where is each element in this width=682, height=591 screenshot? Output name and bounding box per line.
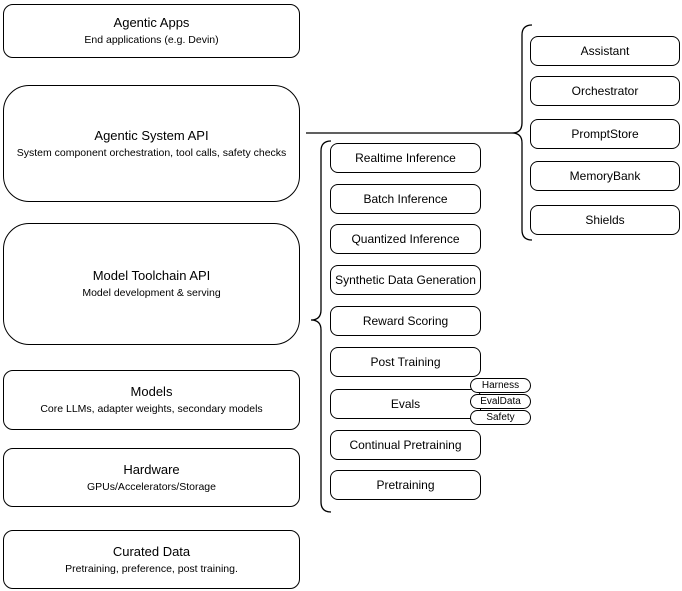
box-promptstore: PromptStore xyxy=(530,119,680,149)
agentic-apps-title: Agentic Apps xyxy=(113,15,190,30)
hardware-subtitle: GPUs/Accelerators/Storage xyxy=(87,480,216,493)
agentic-system-api-subtitle: System component orchestration, tool cal… xyxy=(16,146,287,159)
curated-data-subtitle: Pretraining, preference, post training. xyxy=(65,562,238,575)
models-subtitle: Core LLMs, adapter weights, secondary mo… xyxy=(40,403,263,415)
box-curated-data: Curated Data Pretraining, preference, po… xyxy=(3,530,300,589)
toolchain-brace xyxy=(310,140,332,513)
box-hardware: Hardware GPUs/Accelerators/Storage xyxy=(3,448,300,507)
box-model-toolchain-api: Model Toolchain API Model development & … xyxy=(3,223,300,345)
agentic-system-api-title: Agentic System API xyxy=(94,127,209,143)
box-synthetic-data-generation: Synthetic Data Generation xyxy=(330,265,481,295)
box-batch-inference: Batch Inference xyxy=(330,184,481,214)
models-title: Models xyxy=(130,384,173,399)
box-reward-scoring: Reward Scoring xyxy=(330,306,481,336)
model-toolchain-api-subtitle: Model development & serving xyxy=(82,287,221,299)
box-evals: Evals xyxy=(330,389,481,419)
box-memorybank: MemoryBank xyxy=(530,161,680,191)
box-orchestrator: Orchestrator xyxy=(530,76,680,106)
pill-safety: Safety xyxy=(470,410,531,425)
box-agentic-apps: Agentic Apps End applications (e.g. Devi… xyxy=(3,4,300,58)
pill-harness: Harness xyxy=(470,378,531,393)
hardware-title: Hardware xyxy=(123,461,180,477)
pill-evaldata: EvalData xyxy=(470,394,531,409)
box-quantized-inference: Quantized Inference xyxy=(330,224,481,254)
box-continual-pretraining: Continual Pretraining xyxy=(330,430,481,460)
box-shields: Shields xyxy=(530,205,680,235)
box-post-training: Post Training xyxy=(330,347,481,377)
agentic-apps-subtitle: End applications (e.g. Devin) xyxy=(84,34,219,46)
system-components-brace xyxy=(511,24,533,241)
model-toolchain-api-title: Model Toolchain API xyxy=(92,268,211,283)
curated-data-title: Curated Data xyxy=(112,543,191,559)
box-pretraining: Pretraining xyxy=(330,470,481,500)
box-realtime-inference: Realtime Inference xyxy=(330,143,481,173)
box-assistant: Assistant xyxy=(530,36,680,66)
box-models: Models Core LLMs, adapter weights, secon… xyxy=(3,370,300,430)
box-agentic-system-api: Agentic System API System component orch… xyxy=(3,85,300,202)
